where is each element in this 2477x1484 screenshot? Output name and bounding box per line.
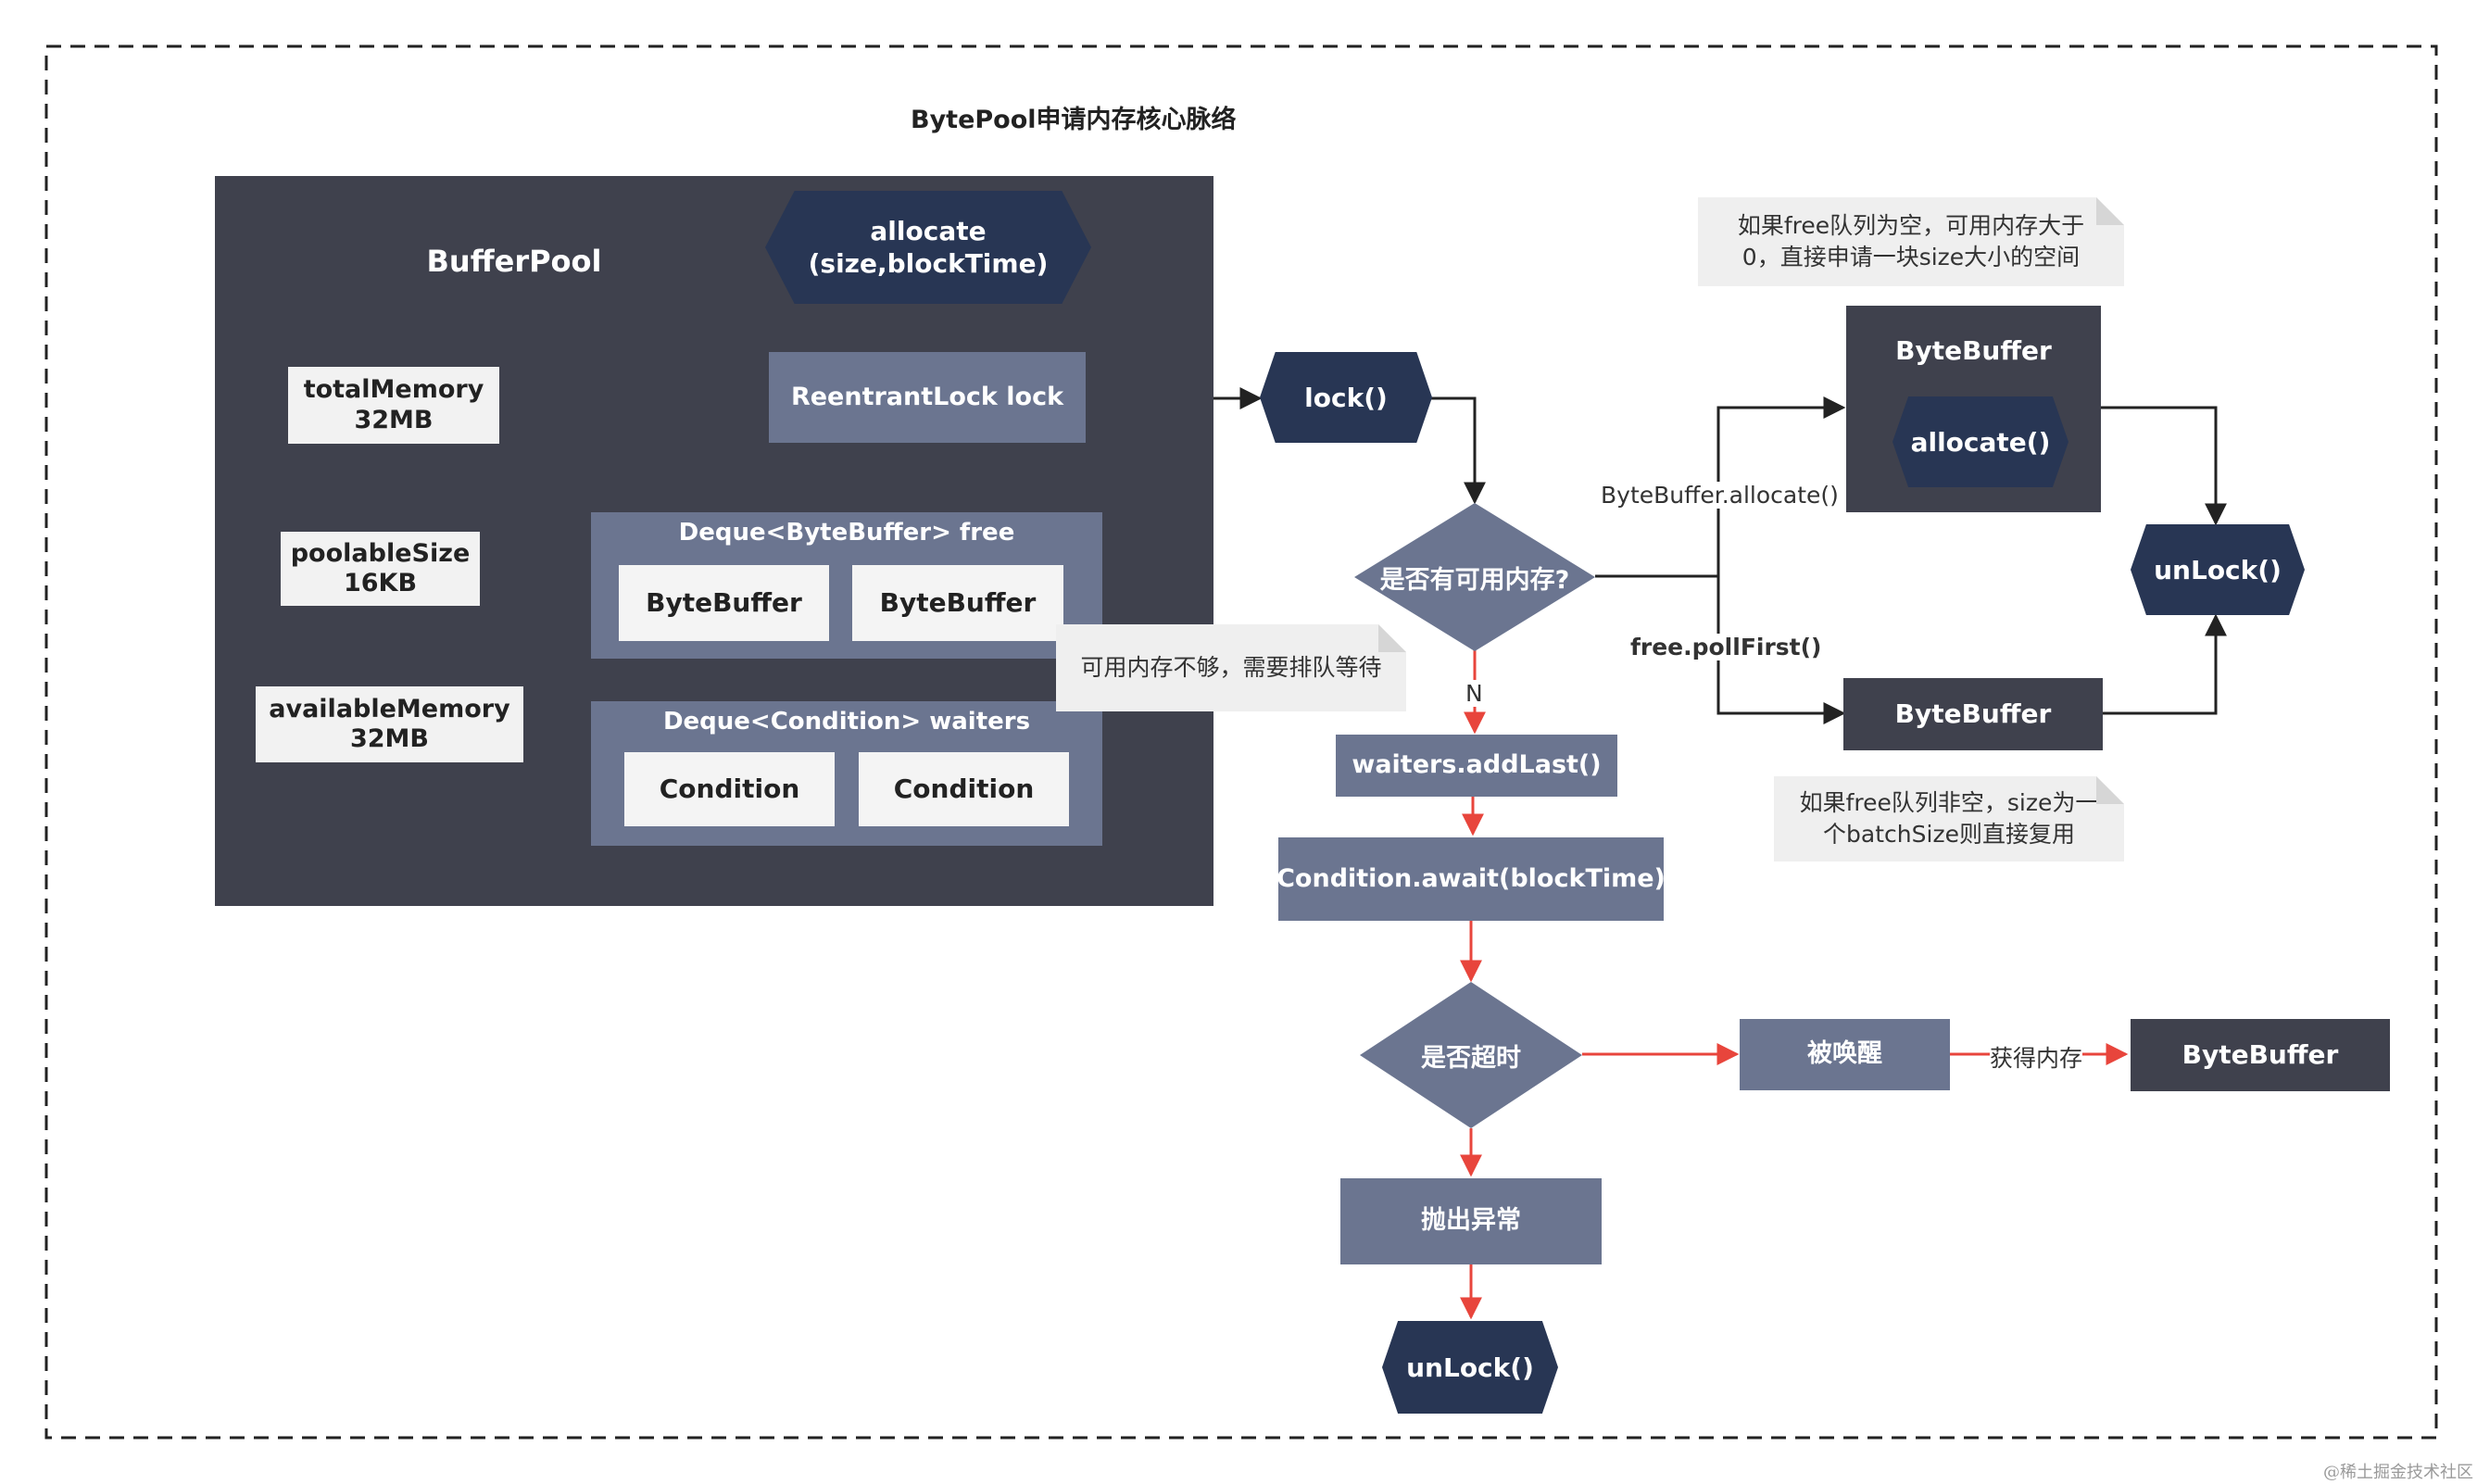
outer-dashed-border — [44, 44, 2438, 1440]
waiters-add-last-box: waiters.addLast() — [1336, 735, 1617, 797]
label-free-pollfirst: free.pollFirst() — [1630, 634, 1822, 660]
throw-exception-box: 抛出异常 — [1340, 1178, 1602, 1264]
free-deque-item: ByteBuffer — [852, 565, 1063, 641]
label-n: N — [1465, 680, 1483, 707]
unlock-bottom-hexagon: unLock() — [1382, 1321, 1558, 1414]
free-deque-item: ByteBuffer — [619, 565, 829, 641]
label-get-memory: 获得内存 — [1990, 1040, 2083, 1074]
allocate-hexagon: allocate (size,blockTime) — [765, 191, 1091, 304]
total-memory-box: totalMemory 32MB — [288, 367, 499, 444]
diagram-title: BytePool申请内存核心脉络 — [911, 106, 1237, 134]
label-bytebuffer-allocate: ByteBuffer.allocate() — [1601, 482, 1839, 509]
bytebuffer-from-free-box: ByteBuffer — [1843, 678, 2103, 750]
waiters-deque-item: Condition — [624, 752, 835, 826]
waiters-deque-item: Condition — [859, 752, 1069, 826]
free-deque-title: Deque<ByteBuffer> free — [678, 519, 1015, 547]
arrow-bytebuffer-free-to-unlock — [2103, 613, 2227, 715]
arrow-bytebuffer-group-to-unlock — [2101, 406, 2227, 526]
note-empty-free: 如果free队列为空，可用内存大于 0，直接申请一块size大小的空间 — [1698, 197, 2124, 286]
bytebuffer-allocate-hexagon: allocate() — [1892, 396, 2068, 487]
watermark: @稀土掘金技术社区 — [2323, 1463, 2473, 1482]
reentrant-lock-box: ReentrantLock lock — [769, 352, 1086, 443]
bytebuffer-group-title: ByteBuffer — [1895, 335, 2052, 367]
unlock-right-hexagon: unLock() — [2131, 524, 2305, 615]
bufferpool-title: BufferPool — [426, 243, 602, 279]
poolable-size-box: poolableSize 16KB — [281, 532, 480, 606]
waiters-deque-title: Deque<Condition> waiters — [662, 708, 1031, 736]
arrow-decision-to-bytebuffer-free — [1716, 576, 1846, 724]
bytebuffer-result-box: ByteBuffer — [2131, 1019, 2390, 1091]
note-not-empty-free: 如果free队列非空，size为一 个batchSize则直接复用 — [1774, 776, 2124, 861]
lock-hexagon: lock() — [1260, 352, 1432, 443]
available-memory-box: availableMemory 32MB — [256, 686, 523, 762]
awakened-box: 被唤醒 — [1740, 1019, 1950, 1090]
note-wait: 可用内存不够，需要排队等待 — [1056, 624, 1406, 711]
condition-await-box: Condition.await(blockTime) — [1276, 837, 1666, 921]
arrow-lock-to-decision — [1427, 396, 1486, 505]
